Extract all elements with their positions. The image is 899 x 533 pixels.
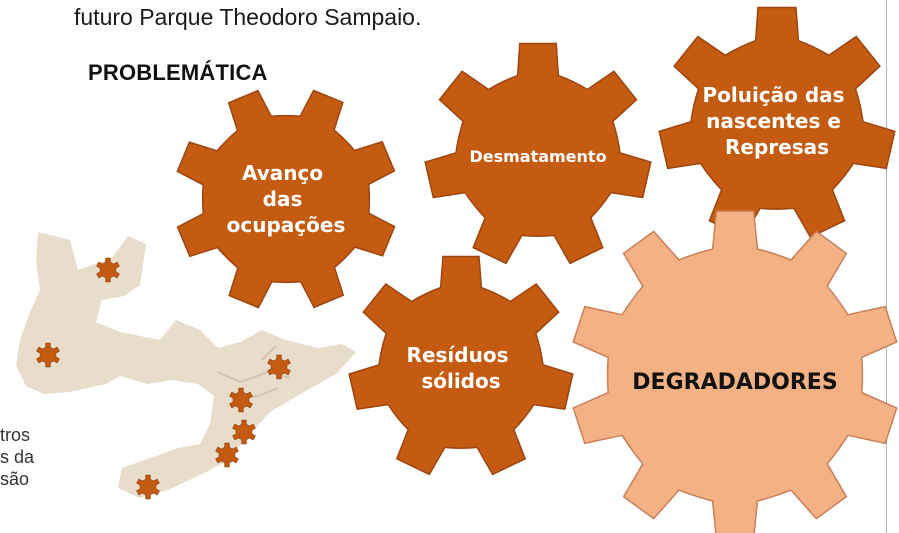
gear-avanco: Avanço das ocupações bbox=[176, 89, 396, 309]
gear-shape bbox=[176, 89, 396, 309]
map-marker-icon bbox=[267, 354, 291, 380]
page-edge-line bbox=[886, 0, 887, 533]
gear-group: Avanço das ocupações Desmatamento Poluiç… bbox=[176, 6, 898, 533]
left-caption-line: tros bbox=[0, 425, 31, 445]
map-marker-icon bbox=[229, 387, 253, 413]
gear-label: Resíduos sólidos bbox=[407, 343, 516, 393]
gear-shape bbox=[572, 210, 898, 533]
gear-label: Desmatamento bbox=[469, 147, 606, 166]
gear-shape bbox=[348, 255, 574, 476]
gear-desmatamento: Desmatamento bbox=[424, 42, 652, 265]
gear-poluicao: Poluição das nascentes e Represas bbox=[658, 6, 896, 239]
gear-label-line: sólidos bbox=[421, 369, 500, 393]
gear-label-line: ocupações bbox=[227, 213, 346, 237]
left-caption-line: s da bbox=[0, 447, 35, 467]
map-marker-icon bbox=[136, 474, 160, 500]
gear-degradadores: DEGRADADORES bbox=[572, 210, 898, 533]
map-marker-icon bbox=[215, 442, 239, 468]
map-marker-icon bbox=[232, 419, 256, 445]
gear-shape bbox=[424, 42, 652, 265]
region-map bbox=[16, 232, 356, 500]
gear-shape bbox=[658, 6, 896, 239]
gear-label-line: Avanço bbox=[242, 161, 323, 185]
gear-label-line: nascentes e bbox=[706, 109, 841, 133]
gear-residuos: Resíduos sólidos bbox=[348, 255, 574, 476]
gear-label: Avanço das ocupações bbox=[227, 161, 346, 237]
left-caption-line: são bbox=[0, 469, 30, 489]
section-title: PROBLEMÁTICA bbox=[88, 60, 268, 85]
gear-label-line: Resíduos bbox=[407, 343, 509, 367]
map-marker-icon bbox=[96, 257, 120, 283]
gear-label: Poluição das nascentes e Represas bbox=[702, 83, 851, 159]
gear-label-line: das bbox=[263, 187, 303, 211]
gear-label-line: Desmatamento bbox=[469, 147, 606, 166]
gear-label-line: DEGRADADORES bbox=[632, 370, 837, 395]
gear-label-line: Poluição das bbox=[702, 83, 844, 107]
map-markers bbox=[36, 257, 291, 500]
left-caption: tros s da são bbox=[0, 424, 34, 490]
map-area bbox=[16, 232, 356, 498]
intro-text: futuro Parque Theodoro Sampaio. bbox=[74, 4, 422, 30]
map-marker-icon bbox=[36, 342, 60, 368]
gear-label-line: Represas bbox=[725, 135, 829, 159]
gear-label: DEGRADADORES bbox=[632, 370, 837, 395]
